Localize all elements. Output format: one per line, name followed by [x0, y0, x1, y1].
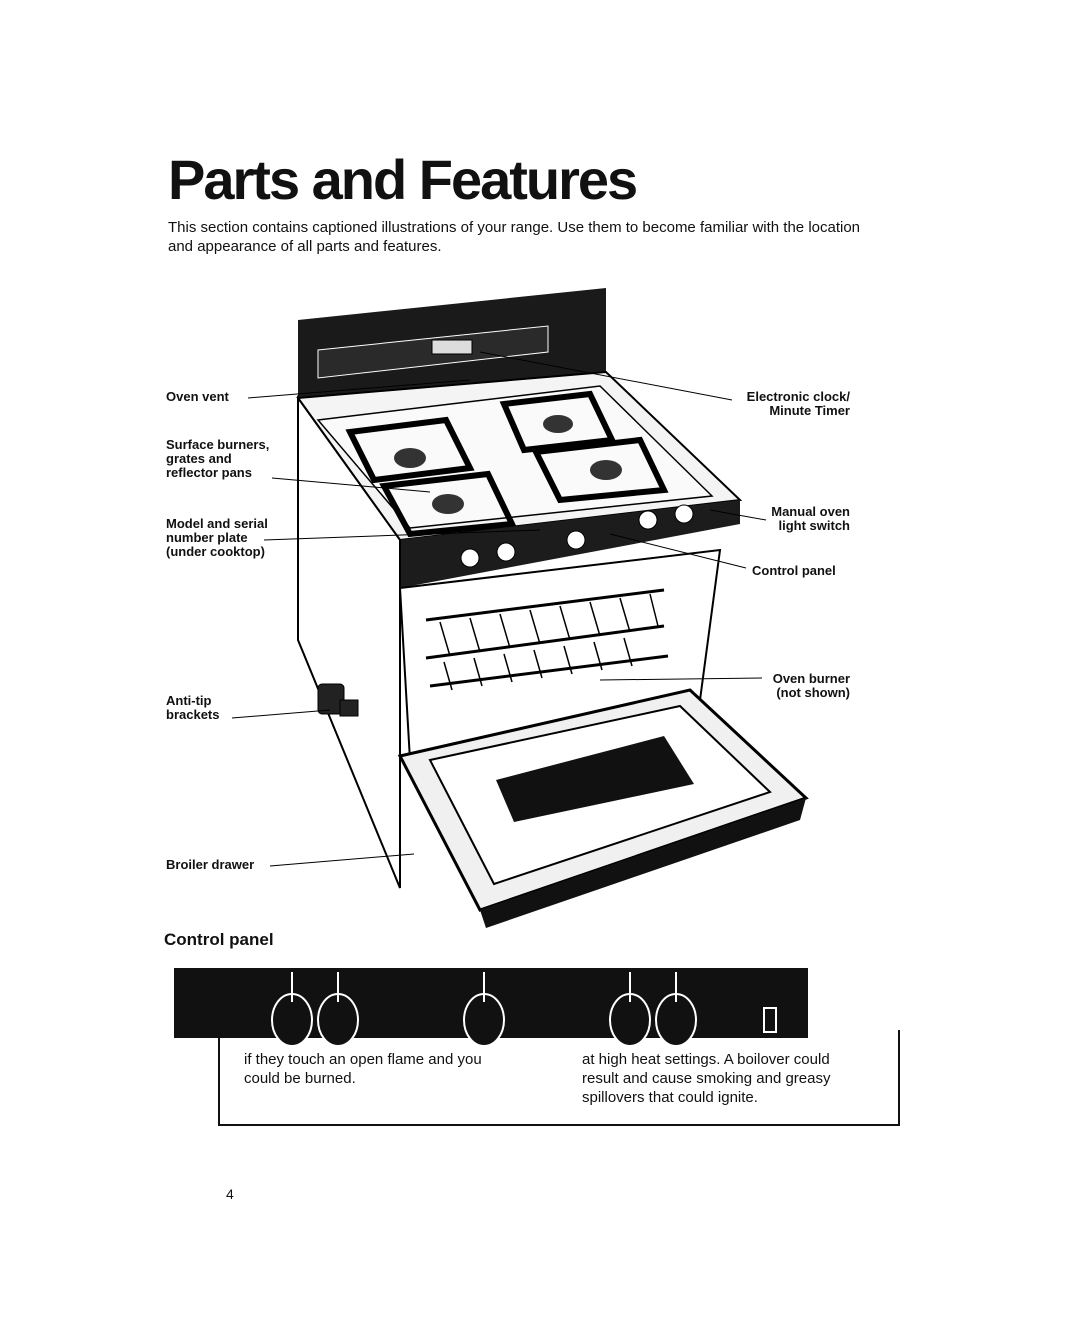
- warning-line: if they touch an open flame and you: [244, 1051, 482, 1068]
- label-surface-burners: Surface burners, grates and reflector pa…: [166, 438, 269, 480]
- label-line: (under cooktop): [166, 544, 265, 559]
- label-manual-oven-light: Manual oven light switch: [764, 505, 850, 533]
- label-line: grates and: [166, 451, 232, 466]
- label-line: light switch: [778, 518, 851, 533]
- label-line: reflector pans: [166, 465, 252, 480]
- clock-display-icon: [431, 339, 473, 355]
- panel-knobs-icon: [271, 993, 697, 1047]
- control-knobs-icon: [460, 504, 694, 568]
- label-control-panel: Control panel: [752, 563, 836, 578]
- label-line: Anti-tip: [166, 693, 212, 708]
- warning-line: could be burned.: [244, 1070, 356, 1087]
- label-broiler-drawer: Broiler drawer: [166, 857, 255, 872]
- oven-racks-icon: [425, 588, 669, 688]
- label-line: brackets: [166, 707, 220, 722]
- warning-left-text: if they touch an open flame and you coul…: [244, 1050, 482, 1088]
- label-oven-burner: Oven burner (not shown): [764, 672, 850, 700]
- label-electronic-clock: Electronic clock/ Minute Timer: [732, 390, 850, 418]
- label-anti-tip: Anti-tip brackets: [166, 694, 219, 722]
- label-oven-vent: Oven vent: [166, 389, 229, 404]
- label-line: Surface burners,: [166, 437, 270, 452]
- label-line: Electronic clock/: [746, 389, 850, 404]
- warning-line: at high heat settings. A boilover could: [582, 1051, 830, 1068]
- warning-right-text: at high heat settings. A boilover could …: [582, 1050, 830, 1107]
- warning-box: [218, 1030, 900, 1126]
- light-switch-icon: [763, 1007, 777, 1033]
- leader-lines: [231, 351, 767, 867]
- label-line: (not shown): [776, 685, 850, 700]
- door-window-icon: [496, 736, 694, 822]
- label-line: Manual oven: [771, 504, 850, 519]
- label-line: number plate: [166, 530, 248, 545]
- burner-grates-icon: [345, 390, 669, 538]
- intro-paragraph: This section contains captioned illustra…: [168, 219, 861, 255]
- control-panel-illustration: [174, 968, 808, 1047]
- label-line: Model and serial: [166, 516, 268, 531]
- burner-caps-icon: [394, 415, 622, 514]
- warning-line: spillovers that could ignite.: [582, 1089, 758, 1106]
- knob-pointers: [291, 972, 677, 1002]
- label-model-serial: Model and serial number plate (under coo…: [166, 517, 268, 559]
- page-title: Parts and Features: [168, 148, 638, 211]
- warning-line: result and cause smoking and greasy: [582, 1070, 831, 1087]
- anti-tip-bracket-icon: [317, 683, 359, 717]
- label-line: Minute Timer: [769, 403, 850, 418]
- control-panel-heading: Control panel: [164, 930, 274, 949]
- label-line: Oven burner: [772, 671, 850, 686]
- page-number: 4: [226, 1186, 234, 1202]
